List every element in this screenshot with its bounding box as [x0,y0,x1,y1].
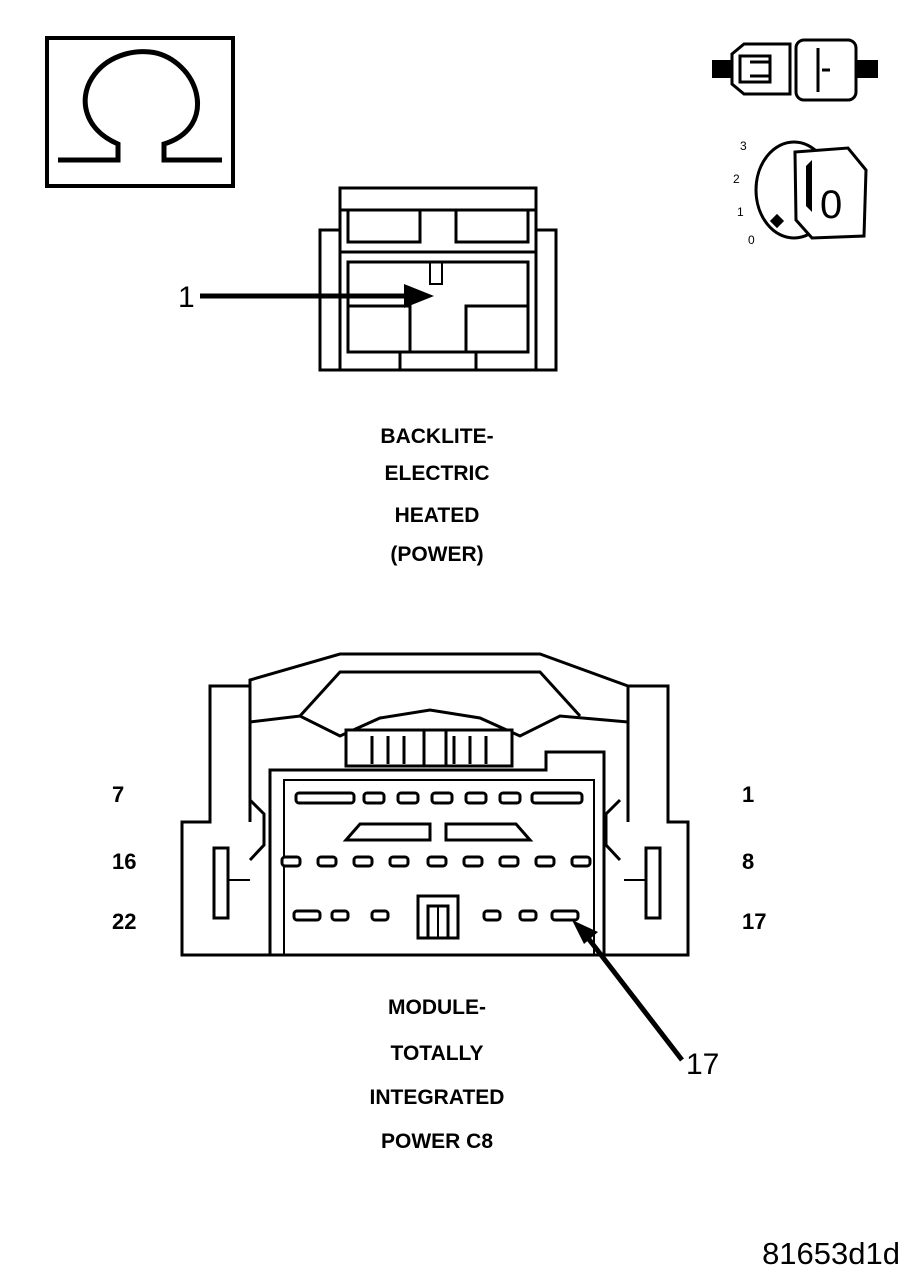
omega-icon [45,36,235,188]
pin-cavity [388,855,410,868]
pin-cavity [396,791,420,805]
tipm-title-line-2: TOTALLY [391,1042,484,1065]
ignition-position-3: 3 [740,139,747,153]
pin-label-17: 17 [742,909,766,934]
callout-1-label: 1 [178,281,195,314]
pin-cavity [316,855,338,868]
backlite-title-line-4: (POWER) [390,543,483,566]
pin-cavity [534,855,556,868]
pin-labels: 7 1 16 8 22 17 [112,782,766,934]
ignition-position-2: 2 [733,172,740,186]
pin-cavity [362,791,386,805]
backlite-title-line-1: BACKLITE- [380,425,493,448]
pin-label-22: 22 [112,909,136,934]
pin-cavity [370,909,390,922]
backlite-connector-title: BACKLITE- ELECTRIC HEATED (POWER) [380,425,493,566]
callout-1: 1 [178,281,434,314]
tipm-title-line-3: INTEGRATED [370,1086,505,1109]
ignition-position-1: 1 [737,205,744,219]
tipm-c8-connector [180,652,690,957]
backlite-title-line-2: ELECTRIC [385,462,490,485]
connector-disconnect-icon [712,38,878,102]
figure-id: 81653d1d [762,1236,900,1271]
tipm-connector-title: MODULE- TOTALLY INTEGRATED POWER C8 [370,996,505,1153]
pin-cavity [426,855,448,868]
pin-cavity [530,791,584,805]
pin-label-1: 1 [742,782,754,807]
tipm-title-line-4: POWER C8 [381,1130,493,1153]
pin-cavity [498,855,520,868]
callout-17: 17 [572,920,719,1081]
callout-17-label: 17 [686,1048,719,1081]
pin-cavity [550,909,580,922]
pin-cavity [352,855,374,868]
ignition-position-0: 0 [748,233,755,247]
pin-cavity [482,909,502,922]
pin-cavity [498,791,522,805]
pin-label-16: 16 [112,849,136,874]
pin-cavity [462,855,484,868]
pin-cavity [294,791,356,805]
pin-cavity [280,855,302,868]
ignition-key-label: 0 [820,183,842,227]
ignition-key-icon: 3 2 1 0 0 [733,139,868,247]
pin-label-7: 7 [112,782,124,807]
pin-cavity [518,909,538,922]
backlite-title-line-3: HEATED [395,504,480,527]
pin-cavity [430,791,454,805]
pin-cavity [330,909,350,922]
backlite-connector [318,186,558,372]
pin-label-8: 8 [742,849,754,874]
tipm-title-line-1: MODULE- [388,996,486,1019]
pin-cavity [464,791,488,805]
pin-cavity [292,909,322,922]
pin-cavity [570,855,592,868]
